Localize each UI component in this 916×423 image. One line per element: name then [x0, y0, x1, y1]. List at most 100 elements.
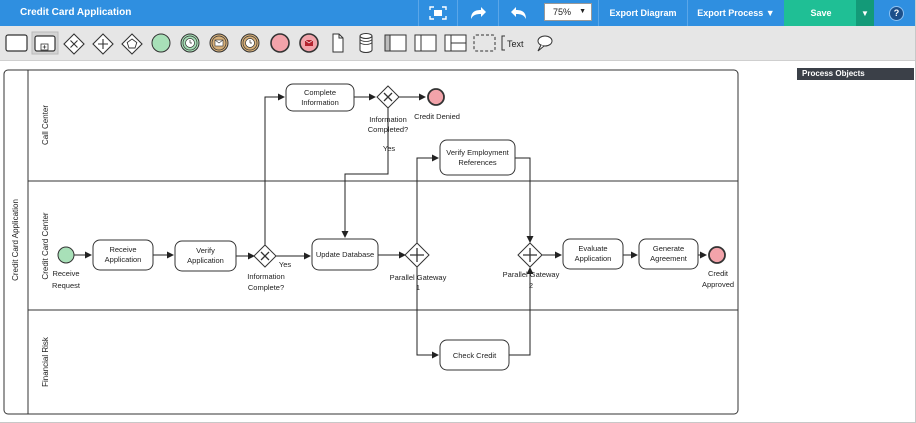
lane-label-credit-card-center: Credit Card Center [41, 212, 50, 279]
task-generate-agreement[interactable]: Generate Agreement [638, 238, 699, 270]
message-end-event-tool[interactable] [299, 33, 319, 53]
task-complete-information[interactable]: Complete Information [285, 83, 355, 112]
process-objects-panel: Process Objects [797, 68, 914, 80]
label-parallel-gateway-2: 2 [529, 281, 533, 290]
timer-start-event-tool[interactable] [180, 33, 200, 53]
task-label-line: Application [575, 254, 612, 263]
task-label-line: Agreement [650, 254, 688, 263]
label-parallel-gateway-1: 1 [416, 283, 420, 292]
help-button[interactable]: ? [877, 0, 916, 26]
task-receive-application[interactable]: Receive Application [92, 239, 154, 271]
app-title: Credit Card Application [20, 7, 132, 18]
fit-screen-icon [429, 6, 447, 20]
process-objects-title: Process Objects [802, 69, 865, 78]
end-event-credit-denied[interactable] [427, 88, 445, 106]
horizontal-lane-tool[interactable] [444, 34, 467, 52]
pool-label: Credit Card Application [11, 199, 20, 281]
top-bar: Credit Card Application 75% ▼ Export Dia… [0, 0, 916, 26]
save-button-group: Save ▼ [784, 0, 874, 26]
text-tool-label: Text [507, 39, 524, 49]
task-shape-tool[interactable] [5, 34, 28, 52]
label-yes: Yes [383, 144, 395, 153]
end-event-credit-approved[interactable] [708, 246, 726, 264]
bpmn-diagram: Credit Card Application Call Center Cred… [3, 69, 739, 415]
zoom-value: 75% [553, 7, 572, 17]
message-intermediate-event-tool[interactable] [209, 33, 229, 53]
exclusive-gateway-tool[interactable] [63, 33, 85, 55]
shape-palette: Text [0, 26, 916, 61]
undo-button[interactable] [498, 0, 539, 26]
label-credit-approved: Credit [708, 269, 729, 278]
save-options-button[interactable]: ▼ [856, 0, 874, 26]
task-label-line: Application [105, 255, 142, 264]
redo-button[interactable] [457, 0, 498, 26]
group-tool[interactable] [473, 34, 496, 52]
flow-gateway-to-complete-info[interactable] [264, 93, 285, 245]
flow-verify-employment-to-parallel-2[interactable] [515, 157, 534, 243]
end-event-tool[interactable] [270, 33, 290, 53]
task-label-line: Receive [109, 245, 136, 254]
text-annotation-tool[interactable]: Text [501, 35, 524, 51]
task-label-line: Check Credit [453, 351, 497, 360]
gateway-information-complete[interactable] [253, 244, 277, 268]
label-information-complete: Complete? [248, 283, 284, 292]
export-diagram-label: Export Diagram [609, 8, 677, 18]
save-label: Save [810, 8, 832, 18]
fit-screen-button[interactable] [418, 0, 457, 26]
export-process-button[interactable]: Export Process ▼ [687, 0, 784, 26]
subprocess-shape-tool[interactable] [31, 31, 59, 55]
flow-parallel-1-to-check-credit[interactable] [416, 267, 439, 359]
zoom-select[interactable]: 75% ▼ [544, 3, 592, 21]
chevron-down-icon: ▼ [861, 8, 869, 18]
task-verify-application[interactable]: Verify Application [174, 240, 237, 272]
label-receive-request: Receive [52, 269, 79, 278]
data-store-tool[interactable] [359, 33, 373, 53]
export-diagram-button[interactable]: Export Diagram [598, 0, 687, 26]
flow-gateway-yes-to-update-db[interactable] [341, 108, 389, 238]
task-label-line: Generate [653, 244, 684, 253]
event-gateway-tool[interactable] [121, 33, 143, 55]
task-label-line: Verify Employment [446, 148, 509, 157]
timer-intermediate-event-tool[interactable] [240, 33, 260, 53]
label-information-completed: Information [369, 115, 407, 124]
help-glyph: ? [893, 8, 900, 18]
start-event-receive-request[interactable] [57, 246, 75, 264]
label-yes: Yes [279, 260, 291, 269]
label-information-complete: Information [247, 272, 285, 281]
task-label-line: Information [301, 98, 339, 107]
flow-check-credit-to-parallel-2[interactable] [509, 267, 534, 356]
task-label-line: Update Database [316, 250, 374, 259]
label-parallel-gateway-2: Parallel Gateway [503, 270, 560, 279]
label-parallel-gateway-1: Parallel Gateway [390, 273, 447, 282]
start-event-tool[interactable] [151, 33, 171, 53]
gateway-information-completed[interactable] [376, 85, 400, 109]
task-update-database[interactable]: Update Database [311, 238, 379, 271]
task-label-line: Verify [196, 246, 215, 255]
undo-arrow-icon [511, 7, 526, 19]
pool-tool[interactable] [384, 34, 407, 52]
task-label-line: Evaluate [578, 244, 607, 253]
data-object-tool[interactable] [332, 33, 344, 53]
parallel-gateway-2[interactable] [517, 242, 543, 268]
label-credit-approved: Approved [702, 280, 734, 289]
lane-label-financial-risk: Financial Risk [41, 336, 50, 387]
parallel-gateway-tool[interactable] [92, 33, 114, 55]
parallel-gateway-1[interactable] [404, 242, 430, 268]
flow-parallel-1-to-verify-employment[interactable] [416, 154, 439, 243]
label-credit-denied: Credit Denied [414, 112, 460, 121]
comment-tool[interactable] [537, 35, 553, 52]
save-button[interactable]: Save [784, 0, 858, 26]
task-verify-employment-references[interactable]: Verify Employment References [439, 139, 516, 176]
task-label-line: References [458, 158, 497, 167]
label-information-completed: Completed? [368, 125, 408, 134]
task-check-credit[interactable]: Check Credit [439, 339, 510, 371]
task-evaluate-application[interactable]: Evaluate Application [562, 238, 624, 270]
export-process-label: Export Process ▼ [697, 8, 775, 18]
task-label-line: Application [187, 256, 224, 265]
label-receive-request: Request [52, 281, 81, 290]
redo-arrow-icon [471, 7, 486, 19]
help-icon: ? [889, 5, 904, 21]
vertical-lane-tool[interactable] [414, 34, 437, 52]
chevron-down-icon: ▼ [579, 8, 586, 15]
lane-label-call-center: Call Center [41, 105, 50, 145]
